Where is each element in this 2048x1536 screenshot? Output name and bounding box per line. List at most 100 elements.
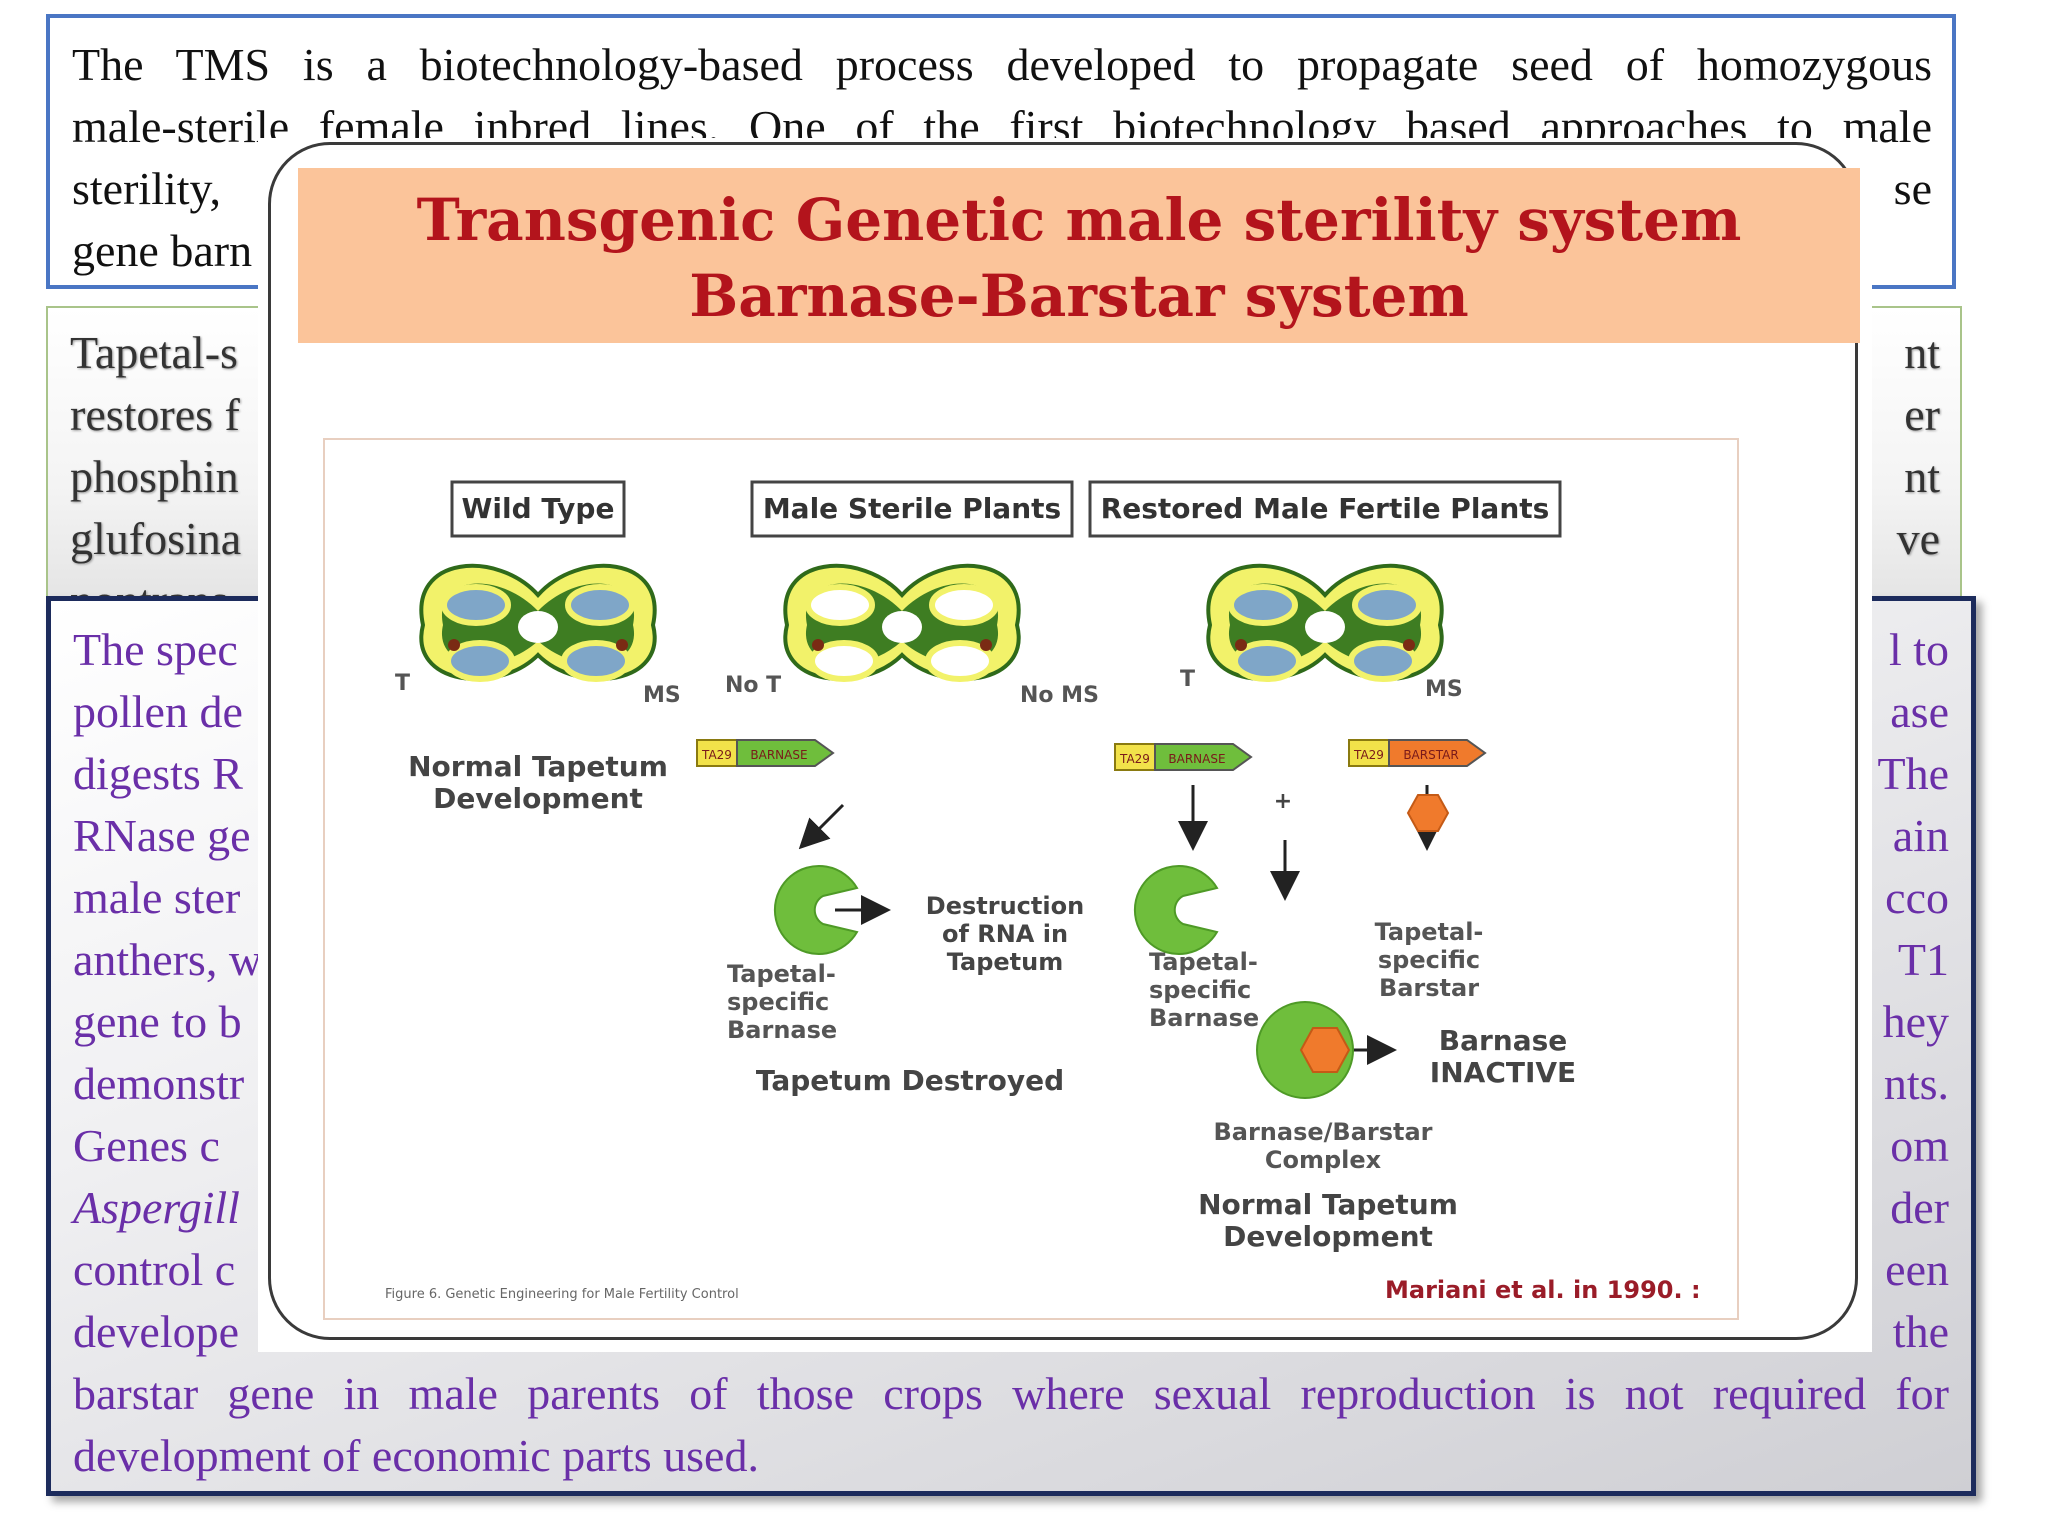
text-fragment: restores f — [70, 389, 240, 440]
text-fragment: pollen de — [73, 686, 243, 737]
anther-label: No T — [725, 673, 781, 698]
normal-dev-label: Development — [1223, 1220, 1433, 1253]
tapetal-barnase-label: Tapetal- — [727, 960, 836, 988]
normal-dev-label: Normal Tapetum — [1198, 1188, 1458, 1221]
text-fragment: RNase ge — [73, 810, 251, 861]
text-fragment: hey — [1882, 996, 1949, 1047]
gene-arrow — [736, 739, 835, 767]
text-fragment: anthers, w — [73, 934, 263, 985]
pollen-sac — [561, 640, 631, 682]
tapetal-barnase-label: Barnase — [727, 1016, 837, 1044]
text-fragment: nt — [1904, 451, 1940, 502]
header-label: Wild Type — [462, 492, 615, 525]
text-fragment: control c — [73, 1244, 236, 1295]
text-fragment: cco — [1885, 872, 1949, 923]
tapetal-barnase-label: specific — [727, 988, 829, 1016]
text-fragment: phosphin — [70, 451, 239, 502]
normal-dev-label: Normal Tapetum — [408, 750, 668, 783]
complex-barstar-shape — [1299, 1027, 1351, 1073]
anther-label: MS — [643, 683, 681, 708]
destruction-label: Tapetum — [947, 948, 1064, 976]
anther-connective — [882, 611, 922, 643]
anther-connective — [518, 611, 558, 643]
text-fragment: glufosina — [70, 513, 242, 564]
header-label: Male Sterile Plants — [763, 492, 1061, 525]
barstar-shape — [1406, 794, 1450, 832]
destruction-label: Destruction — [926, 892, 1084, 920]
text-fragment: male ster — [73, 872, 241, 923]
figure-overlay: Transgenic Genetic male sterility system… — [258, 138, 1872, 1352]
text-line: anthers, w T1 — [73, 929, 1949, 991]
figure-title-banner: Transgenic Genetic male sterility system… — [298, 168, 1860, 343]
barnase-shape — [1133, 865, 1219, 955]
text-line: gene barn — [72, 225, 253, 276]
gene-arrow — [1154, 743, 1253, 771]
promoter-label: TA29 — [701, 748, 732, 762]
text-line: pollen de ase — [73, 681, 1949, 743]
text-fragment: nts. — [1883, 1058, 1949, 1109]
anther-label: MS — [1425, 677, 1463, 702]
anther-dot — [980, 639, 992, 651]
pollen-sac-empty — [929, 584, 999, 626]
anther-connective — [1305, 611, 1345, 643]
tapetal-barnase-label: Tapetal- — [1149, 948, 1258, 976]
tapetal-barstar-label: Tapetal- — [1375, 918, 1484, 946]
pollen-sac — [441, 584, 511, 626]
text-fragment: een — [1885, 1244, 1949, 1295]
promoter-box — [1114, 743, 1156, 771]
tapetal-barstar-label: Barstar — [1379, 974, 1479, 1002]
text-fragment: the — [1892, 1306, 1949, 1357]
figure-title-line2: Barnase-Barstar system — [689, 262, 1469, 330]
header-male-sterile: Male Sterile Plants — [750, 480, 1074, 538]
gene-construct-barnase: TA29 BARNASE — [696, 739, 835, 767]
text-line: male ster cco — [73, 867, 1949, 929]
pollen-sac — [1228, 584, 1298, 626]
anther-dot — [1403, 639, 1415, 651]
complex-label: Complex — [1265, 1146, 1382, 1174]
barnase-shape — [773, 865, 859, 955]
text-fragment: l to — [1888, 624, 1949, 675]
text-fragment: ase — [1890, 686, 1949, 737]
pollen-sac — [565, 584, 635, 626]
barnase-inactive-label: Barnase — [1439, 1024, 1568, 1057]
gene-label: BARNASE — [750, 748, 807, 762]
tapetum-destroyed-label: Tapetum Destroyed — [756, 1064, 1064, 1097]
text-fragment: der — [1890, 1182, 1949, 1233]
text-line: sterility, se — [72, 158, 1932, 220]
text-line: control c een — [73, 1239, 1949, 1301]
normal-dev-label: Development — [433, 782, 643, 815]
tapetal-barnase-label: Barnase — [1149, 1004, 1259, 1032]
diagram-svg: Wild Type Male Sterile Plants Restored M… — [385, 480, 1701, 1304]
plus-sign: + — [1274, 789, 1292, 814]
text-line: phosphin nt — [70, 446, 1940, 508]
anther-dot — [1235, 639, 1247, 651]
citation: Mariani et al. in 1990. : — [1385, 1276, 1701, 1304]
arrow — [798, 803, 845, 850]
pollen-sac-empty — [925, 640, 995, 682]
header-wild-type: Wild Type — [450, 480, 626, 538]
pollen-sac — [1232, 640, 1302, 682]
pollen-sac-empty — [805, 584, 875, 626]
text-fragment: gene to b — [73, 996, 242, 1047]
text-line: development of economic parts used. — [73, 1430, 759, 1481]
promoter-label: TA29 — [1353, 748, 1384, 762]
text-fragment: T1 — [1897, 934, 1949, 985]
text-fragment: develope — [73, 1306, 240, 1357]
header-label: Restored Male Fertile Plants — [1101, 492, 1550, 525]
text-fragment: digests R — [73, 748, 243, 799]
pollen-sac — [1348, 640, 1418, 682]
text-fragment: nt — [1904, 327, 1940, 378]
barnase-inactive-label: INACTIVE — [1430, 1056, 1576, 1089]
text-fragment: Genes c — [73, 1120, 220, 1171]
text-fragment: demonstr — [73, 1058, 245, 1109]
pollen-sac — [445, 640, 515, 682]
tapetal-barstar-label: specific — [1378, 946, 1480, 974]
text-fragment: ve — [1896, 513, 1940, 564]
